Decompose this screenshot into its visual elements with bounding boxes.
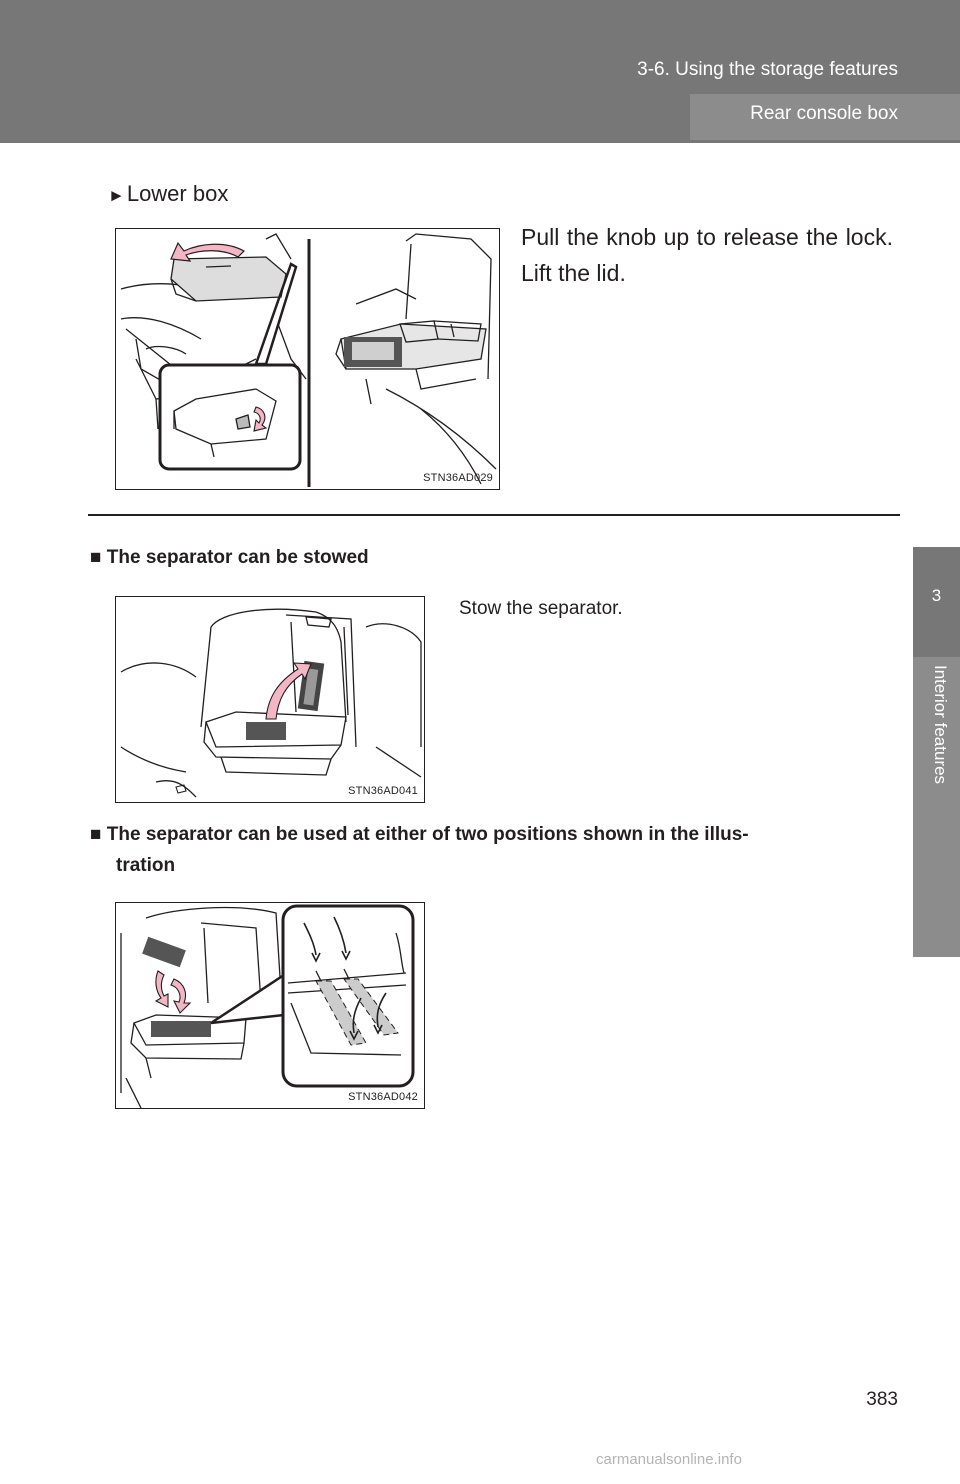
chapter-number: 3: [931, 586, 942, 605]
lower-box-illustration: STN36AD029: [115, 228, 500, 490]
watermark: carmanualsonline.info: [596, 1451, 742, 1468]
triangle-bullet-icon: ►: [108, 186, 125, 205]
lower-box-heading: ►Lower box: [108, 181, 228, 207]
figure-code: STN36AD041: [348, 785, 418, 797]
positions-heading: ■ The separator can be used at either of…: [90, 819, 902, 881]
separator-positions-illustration: STN36AD042: [115, 902, 425, 1109]
separator-stowed-drawing: [120, 608, 422, 798]
chapter-number-box: [913, 547, 960, 657]
separator-stowed-illustration: STN36AD041: [115, 596, 425, 803]
stowed-heading-text: The separator can be stowed: [106, 547, 369, 568]
square-bullet-icon: ■: [90, 547, 102, 568]
lower-box-text: Pull the knob up to release the lock. Li…: [521, 224, 893, 286]
chapter-title-box: [913, 657, 960, 957]
section-title: 3-6. Using the storage features: [637, 59, 898, 80]
figure-code: STN36AD042: [348, 1091, 418, 1103]
separator-positions-drawing: [120, 904, 415, 1108]
positions-heading-text: The separator can be used at either of t…: [106, 824, 749, 845]
square-bullet-icon: ■: [90, 824, 102, 845]
lower-box-drawing: [120, 233, 497, 487]
lower-box-heading-text: Lower box: [126, 181, 229, 206]
positions-heading-cont: tration: [116, 855, 176, 876]
stowed-heading: ■ The separator can be stowed: [90, 542, 369, 573]
chapter-title: Interior features: [931, 665, 950, 785]
page-number: 383: [866, 1389, 898, 1410]
figure-code: STN36AD029: [423, 472, 493, 484]
stowed-text: Stow the separator.: [459, 598, 623, 619]
subsection-title: Rear console box: [750, 103, 898, 124]
section-divider: [88, 514, 900, 516]
subsection-tab: [690, 94, 960, 140]
